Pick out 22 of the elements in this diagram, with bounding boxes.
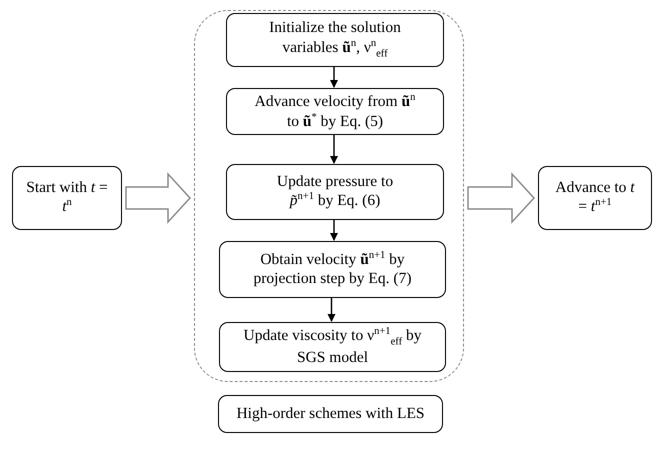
process-box — [219, 322, 446, 372]
arrow — [330, 134, 338, 164]
arrow — [330, 66, 338, 88]
process-box — [226, 164, 444, 220]
step-text: Advance velocity from ũ$^{n}$ to ũ$^{*}$ by Eq. (5) — [254, 92, 416, 132]
dashed-group-frame — [194, 10, 464, 382]
process-box — [219, 241, 446, 298]
step-text: Start with t = t$^{n}$ — [26, 178, 108, 218]
arrow — [328, 297, 336, 322]
arrow — [330, 219, 338, 241]
step-text: Update pressure to p̃$^{n+1}$ by Eq. (6) — [276, 172, 394, 212]
process-box — [226, 88, 444, 135]
hollow-arrow — [467, 172, 536, 224]
process-box — [226, 13, 444, 67]
step-text: Update viscosity to ν$^{n+1}$$_{eff}$ by SGS model — [242, 326, 422, 368]
process-box — [218, 395, 443, 433]
process-box — [12, 166, 122, 230]
step-text: High-order schemes with LES — [236, 404, 425, 424]
step-text: Advance to t = t$^{n+1}$ — [554, 178, 636, 218]
process-box — [538, 166, 652, 230]
step-text: Obtain velocity ũ$^{n+1}$ by projection step by Eq. (7) — [252, 250, 412, 289]
hollow-arrow — [125, 172, 192, 224]
